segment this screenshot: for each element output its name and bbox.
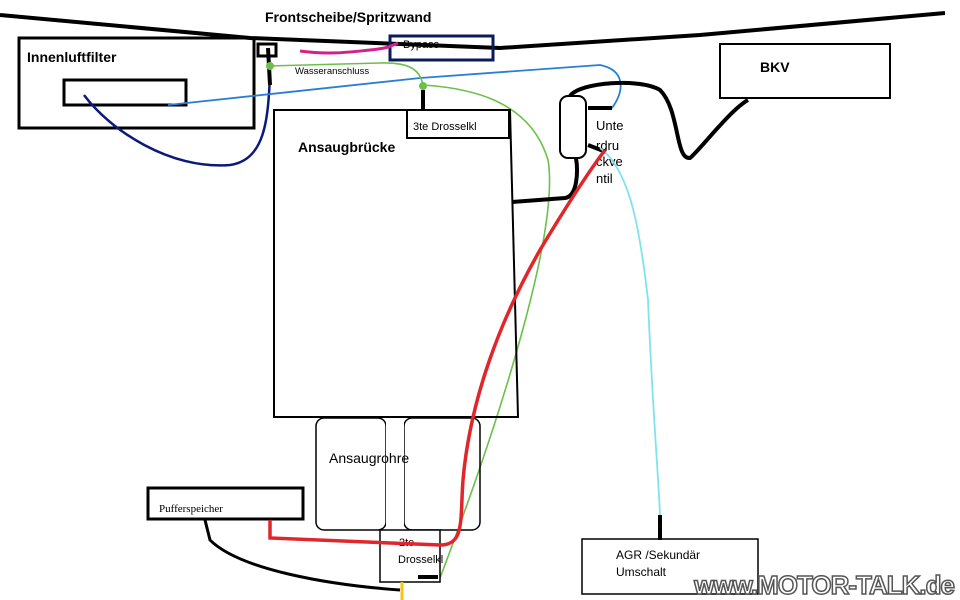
intake-manifold-box	[273, 109, 520, 418]
cabin-filter-box	[17, 36, 256, 130]
second-throttle-label: Drosselkl	[398, 554, 443, 566]
intake-manifold-label: Ansaugbrücke	[298, 139, 395, 155]
cabin-filter-label: Innenluftfilter	[27, 49, 117, 65]
brake-booster-hose	[568, 80, 750, 160]
second-throttle-box	[379, 529, 441, 583]
cyan-hose	[599, 147, 661, 516]
green-hose	[267, 62, 551, 579]
third-throttle-box	[406, 109, 510, 139]
navy-hose	[82, 74, 272, 167]
buffer-reservoir-box	[146, 486, 305, 521]
vacuum-valve-box	[559, 95, 587, 159]
bypass-label: Bypass	[403, 39, 440, 51]
green-joint	[419, 82, 427, 90]
blue-hose	[167, 64, 622, 109]
watermark: www.MOTOR-TALK.de	[693, 570, 954, 600]
vacuum-valve-label: Unte	[596, 118, 623, 133]
intake-pipe-left	[315, 417, 387, 531]
red-hose	[268, 148, 607, 547]
egr-switch-label: AGR /Sekundär	[616, 548, 700, 562]
egr-switch-label: Umschalt	[616, 565, 667, 579]
water-connection-label: Wasseranschluss	[295, 66, 369, 77]
buffer-reservoir-label: Pufferspeicher	[159, 503, 223, 515]
pipe-gap	[386, 420, 404, 528]
intake-pipes-label: Ansaugrohre	[329, 450, 409, 466]
vacuum-valve-label: ntil	[596, 171, 613, 186]
buffer-black-hose	[203, 519, 401, 592]
bypass-hose	[299, 41, 399, 55]
brake-booster-box	[719, 43, 891, 99]
bypass-box	[388, 34, 495, 62]
third-throttle-label: 3te Drosselkl	[413, 121, 477, 133]
green-joint	[266, 62, 274, 70]
egr-switch-box	[581, 538, 759, 595]
brake-booster-label: BKV	[760, 59, 790, 75]
windshield-line	[0, 11, 946, 51]
windshield-label: Frontscheibe/Spritzwand	[265, 9, 431, 25]
manifold-vacuum-hose	[511, 157, 579, 204]
cabin-filter-inner	[62, 78, 188, 107]
